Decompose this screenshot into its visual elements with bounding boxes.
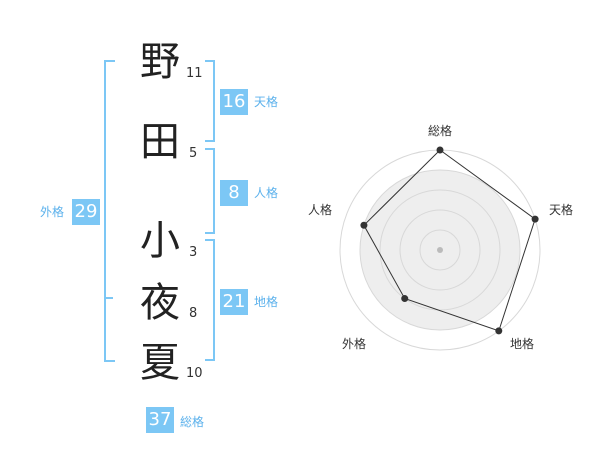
- radar-point-0: [436, 146, 444, 154]
- char-5: 夏: [140, 340, 180, 386]
- char-1-strokes: 11: [186, 66, 203, 81]
- jinkaku-label: 人格: [254, 186, 279, 200]
- tenkaku-value: 16: [220, 89, 248, 115]
- chikaku-value: 21: [220, 289, 248, 315]
- gaikaku-bracket-divider: [104, 297, 113, 299]
- tenkaku-bracket: [205, 60, 215, 142]
- char-3-strokes: 3: [189, 245, 198, 260]
- char-4: 夜: [140, 280, 180, 326]
- radar-point-1: [531, 215, 539, 223]
- chikaku-label: 地格: [254, 295, 279, 309]
- char-3: 小: [140, 218, 180, 264]
- radar-shape: [363, 149, 536, 332]
- gaikaku-value: 29: [72, 199, 100, 225]
- char-2-strokes: 5: [189, 146, 198, 161]
- tenkaku-label: 天格: [254, 95, 279, 109]
- radar-label-chikaku: 地格: [510, 337, 535, 351]
- gaikaku-label: 外格: [40, 205, 65, 219]
- char-4-strokes: 8: [189, 306, 198, 321]
- jinkaku-value: 8: [220, 180, 248, 206]
- radar-point-2: [495, 327, 503, 335]
- jinkaku-bracket: [205, 148, 215, 234]
- radar-point-4: [360, 221, 368, 229]
- char-1: 野: [140, 39, 180, 85]
- soukaku-value: 37: [146, 407, 174, 433]
- radar-dots: [360, 146, 539, 335]
- radar-label-soukaku: 総格: [428, 124, 453, 138]
- radar-label-tenkaku: 天格: [549, 203, 574, 217]
- char-5-strokes: 10: [186, 366, 203, 381]
- char-2: 田: [140, 119, 180, 165]
- radar-point-3: [401, 295, 409, 303]
- radar-label-jinkaku: 人格: [308, 203, 333, 217]
- chikaku-bracket: [205, 239, 215, 361]
- gaikaku-bracket: [104, 60, 115, 362]
- soukaku-label: 総格: [180, 415, 205, 429]
- radar-center-dot: [437, 247, 443, 253]
- radar-label-gaikaku: 外格: [342, 337, 367, 351]
